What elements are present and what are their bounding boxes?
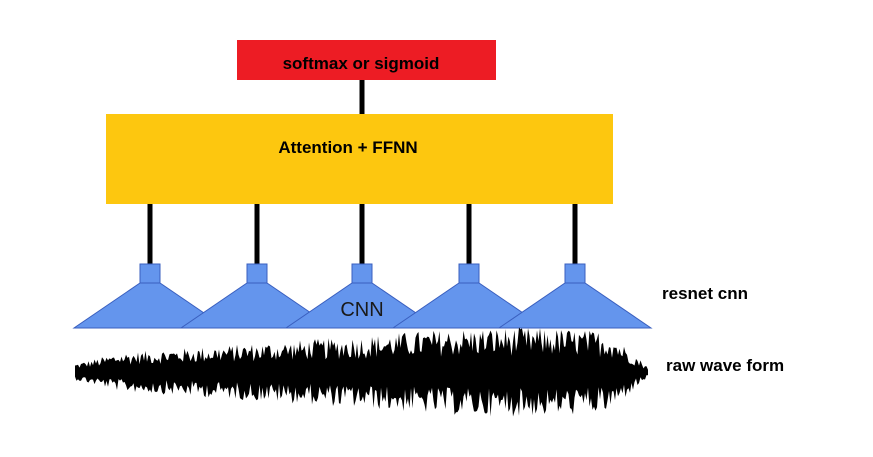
cnn-trapezoid-5 xyxy=(497,282,653,329)
cnn-input-square-5 xyxy=(564,263,586,284)
output-layer-label: softmax or sigmoid xyxy=(283,54,440,73)
cnn-block-5 xyxy=(497,263,653,329)
resnet-cnn-label: resnet cnn xyxy=(662,284,748,303)
attention-ffnn-label: Attention + FFNN xyxy=(278,138,417,157)
cnn-center-label: CNN xyxy=(340,299,383,321)
raw-wave-form-label: raw wave form xyxy=(666,356,784,375)
attention-ffnn-box xyxy=(106,114,613,204)
cnn-input-square-2 xyxy=(246,263,268,284)
cnn-blocks xyxy=(72,263,653,329)
cnn-input-square-1 xyxy=(139,263,161,284)
cnn-block-1 xyxy=(72,263,228,329)
raw-waveform xyxy=(75,327,648,417)
cnn-input-square-4 xyxy=(458,263,480,284)
attention-cnn-connectors xyxy=(147,204,578,264)
cnn-input-square-3 xyxy=(351,263,373,284)
cnn-block-4 xyxy=(391,263,547,329)
output-layer-box xyxy=(237,40,496,80)
